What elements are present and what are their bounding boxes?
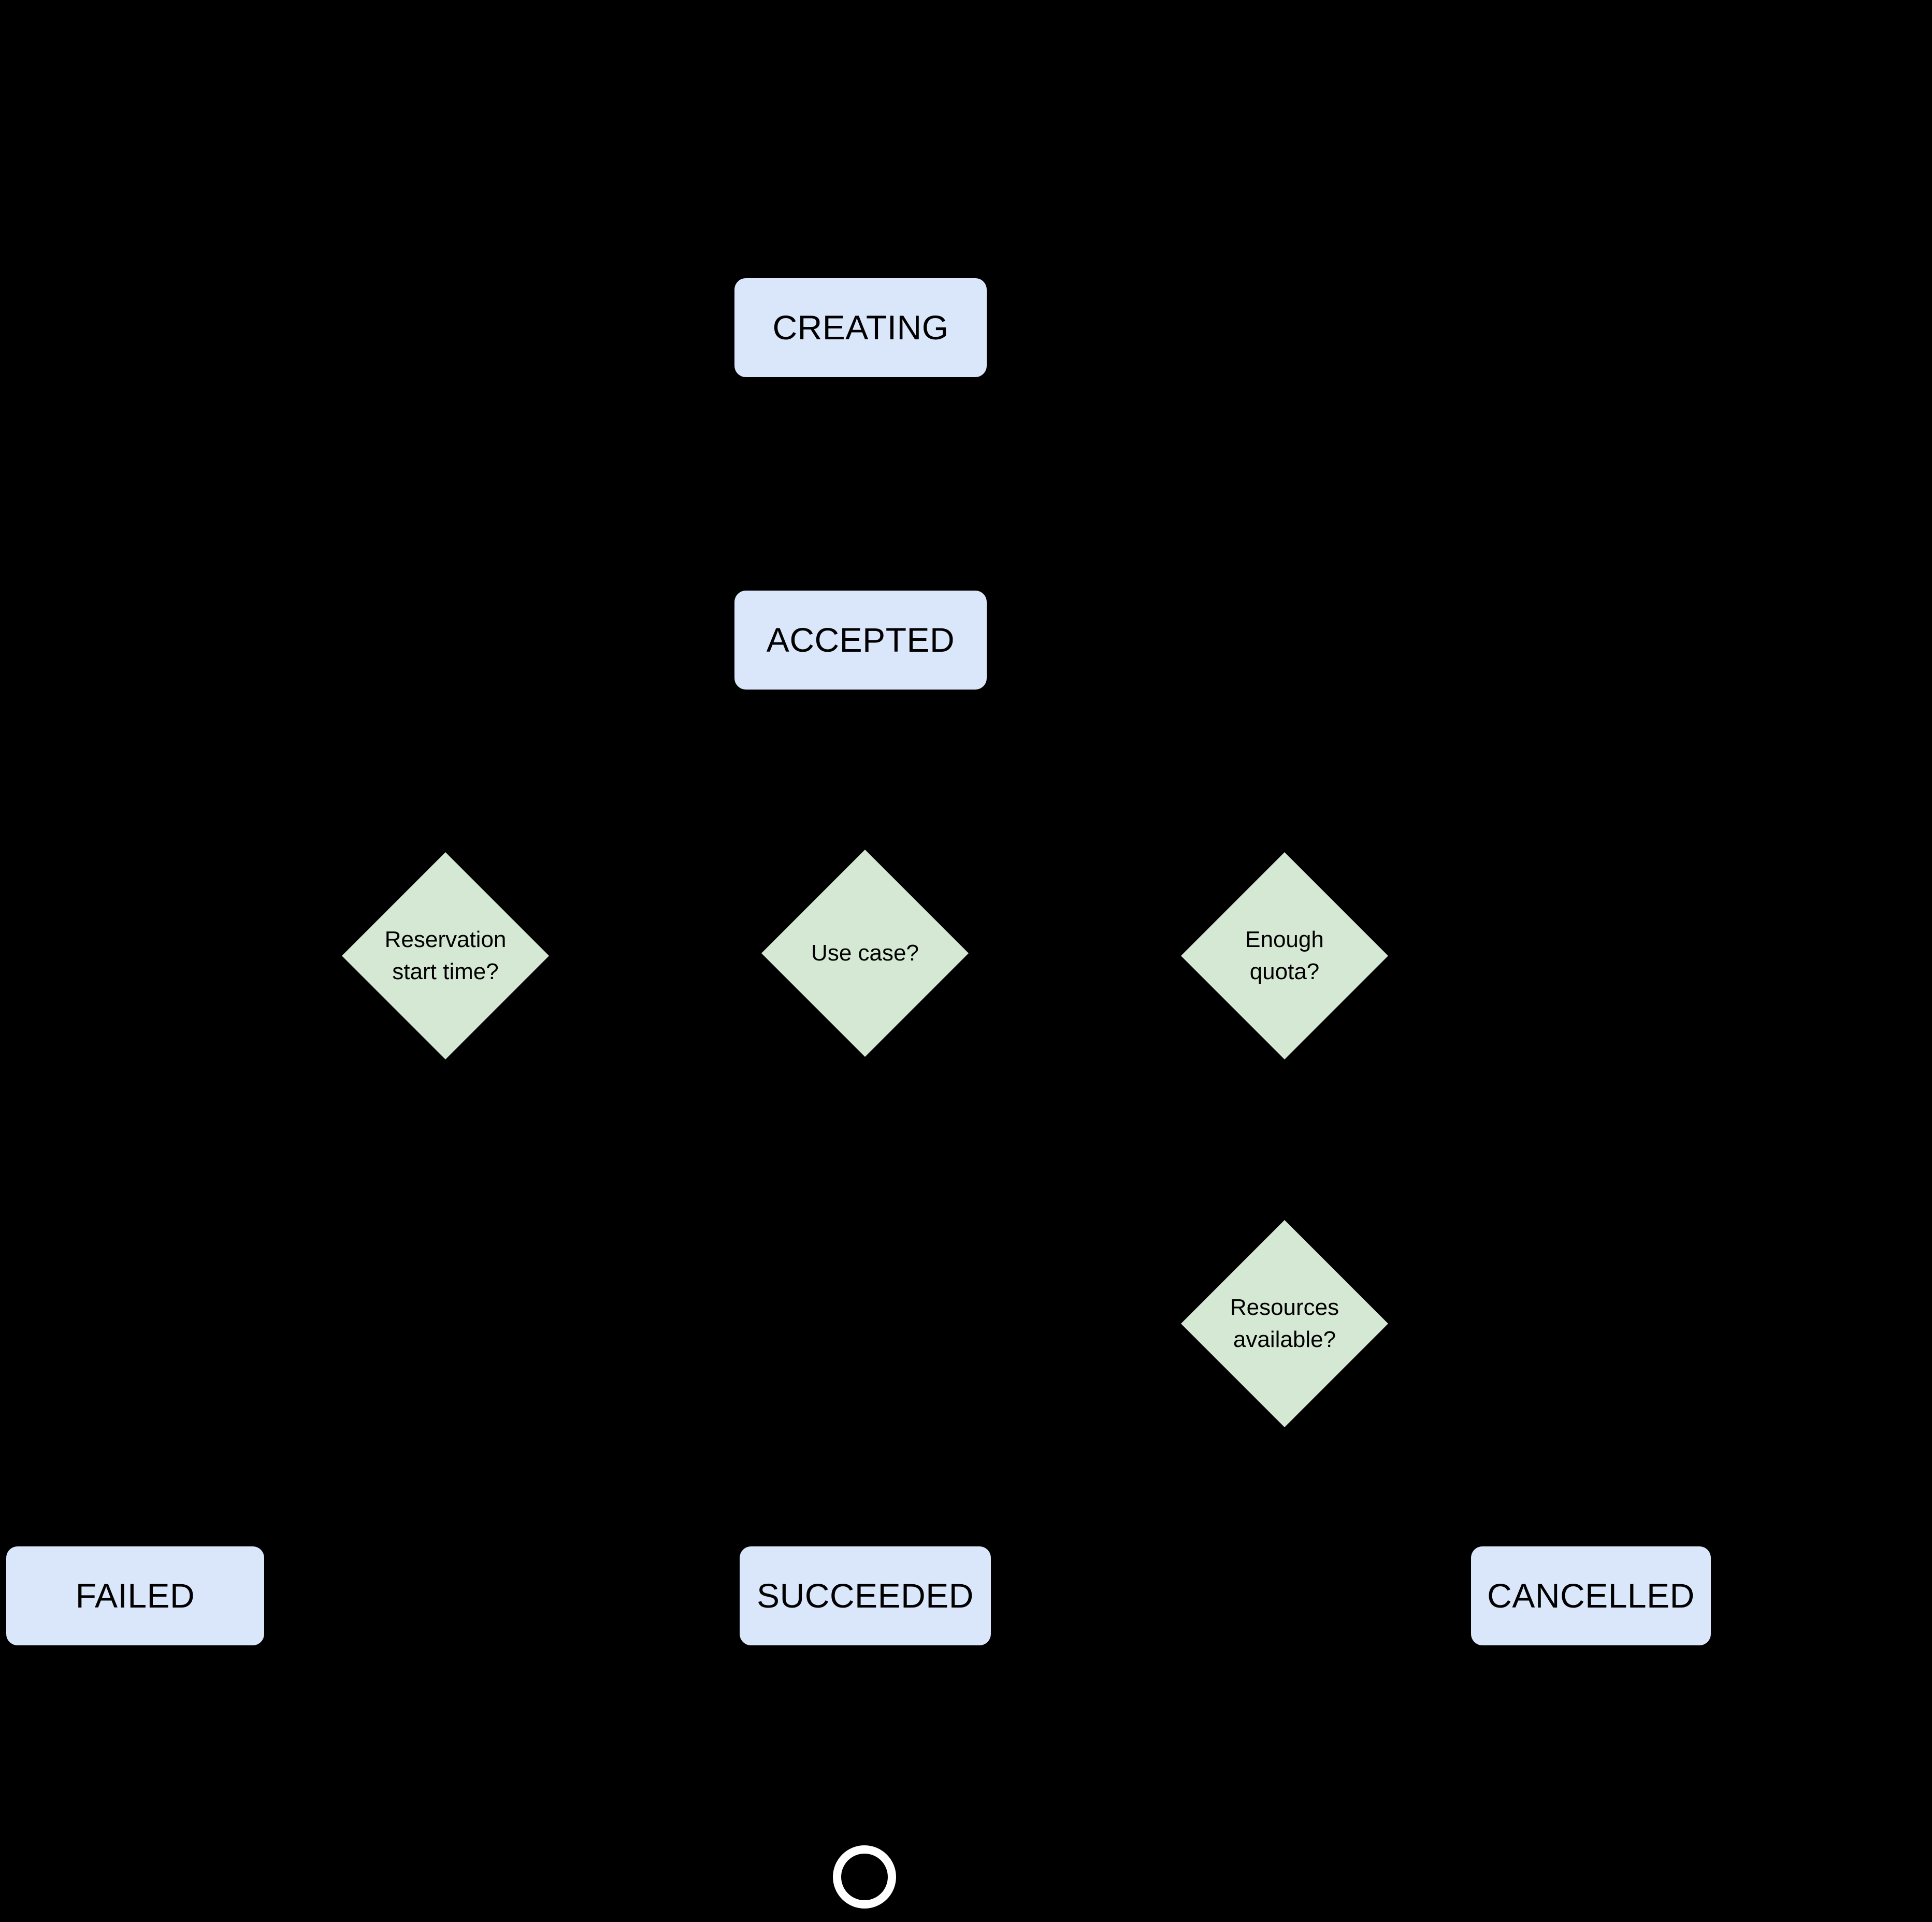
state-node-cancelled[interactable]: CANCELLED — [1471, 1546, 1711, 1645]
state-node-succeeded[interactable]: SUCCEEDED — [740, 1546, 991, 1645]
state-label-cancelled: CANCELLED — [1487, 1576, 1695, 1615]
decision-node-resources-available[interactable]: Resources available? — [1181, 1220, 1388, 1427]
decision-label-resources-available: Resources available? — [1230, 1294, 1339, 1352]
state-label-failed: FAILED — [75, 1576, 195, 1615]
state-label-succeeded: SUCCEEDED — [757, 1576, 974, 1615]
state-label-accepted: ACCEPTED — [766, 621, 955, 659]
state-node-creating[interactable]: CREATING — [734, 278, 987, 377]
decision-node-reservation-start-time[interactable]: Reservation start time? — [342, 852, 549, 1059]
decision-label-enough-quota: Enough quota? — [1245, 926, 1324, 984]
decision-node-enough-quota[interactable]: Enough quota? — [1181, 852, 1388, 1059]
decision-node-use-case[interactable]: Use case? — [761, 850, 969, 1057]
decision-label-use-case: Use case? — [811, 940, 919, 966]
state-node-failed[interactable]: FAILED — [6, 1546, 264, 1645]
decision-label-reservation-start-time: Reservation start time? — [384, 926, 507, 984]
state-label-creating: CREATING — [772, 308, 949, 347]
state-node-accepted[interactable]: ACCEPTED — [734, 591, 987, 690]
terminal-end-node-icon[interactable] — [833, 1845, 896, 1909]
